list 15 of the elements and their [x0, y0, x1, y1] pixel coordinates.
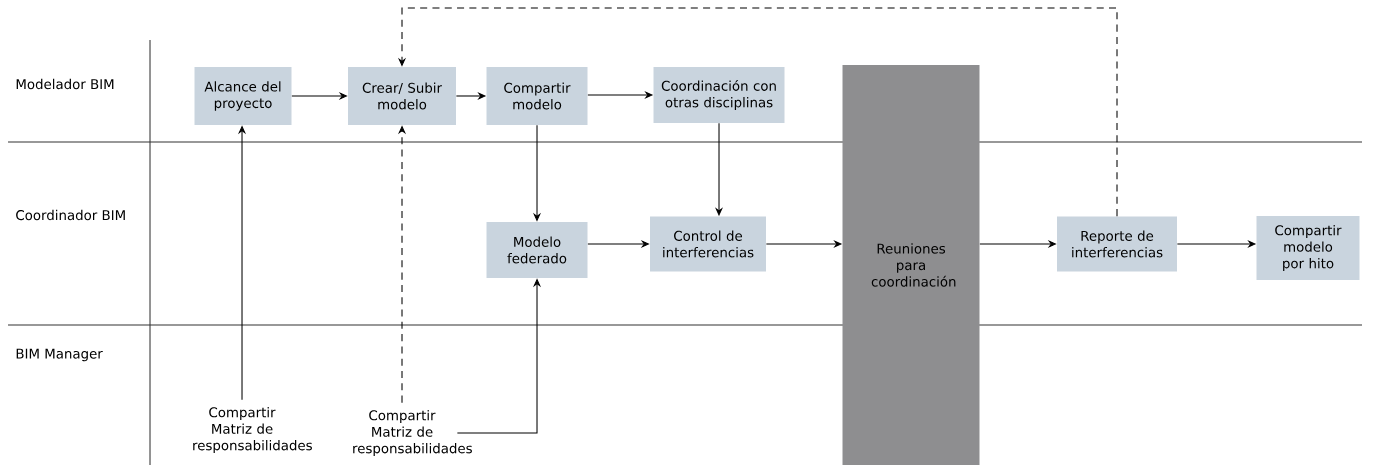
process-box: Modelo federado	[486, 222, 588, 278]
process-box: Compartir modelo por hito	[1256, 216, 1360, 280]
process-box: Coordinación con otras disciplinas	[653, 67, 785, 123]
lane-label: Modelador BIM	[16, 78, 114, 90]
source-text: Compartir Matriz de responsabilidades	[347, 403, 472, 463]
meeting-band: Reuniones para coordinación	[842, 65, 980, 465]
lane-label: BIM Manager	[16, 348, 103, 362]
process-box: Compartir modelo	[486, 67, 588, 125]
source-text: Compartir Matriz de responsabilidades	[187, 400, 312, 460]
process-box: Reporte de interferencias	[1057, 216, 1177, 272]
lane-label: Coordinador BIM	[16, 209, 125, 221]
process-box: Control de interferencias	[650, 216, 766, 272]
process-box: Crear/ Subir modelo	[348, 67, 456, 125]
arrow	[398, 7, 1118, 217]
process-box: Alcance del proyecto	[194, 67, 292, 125]
